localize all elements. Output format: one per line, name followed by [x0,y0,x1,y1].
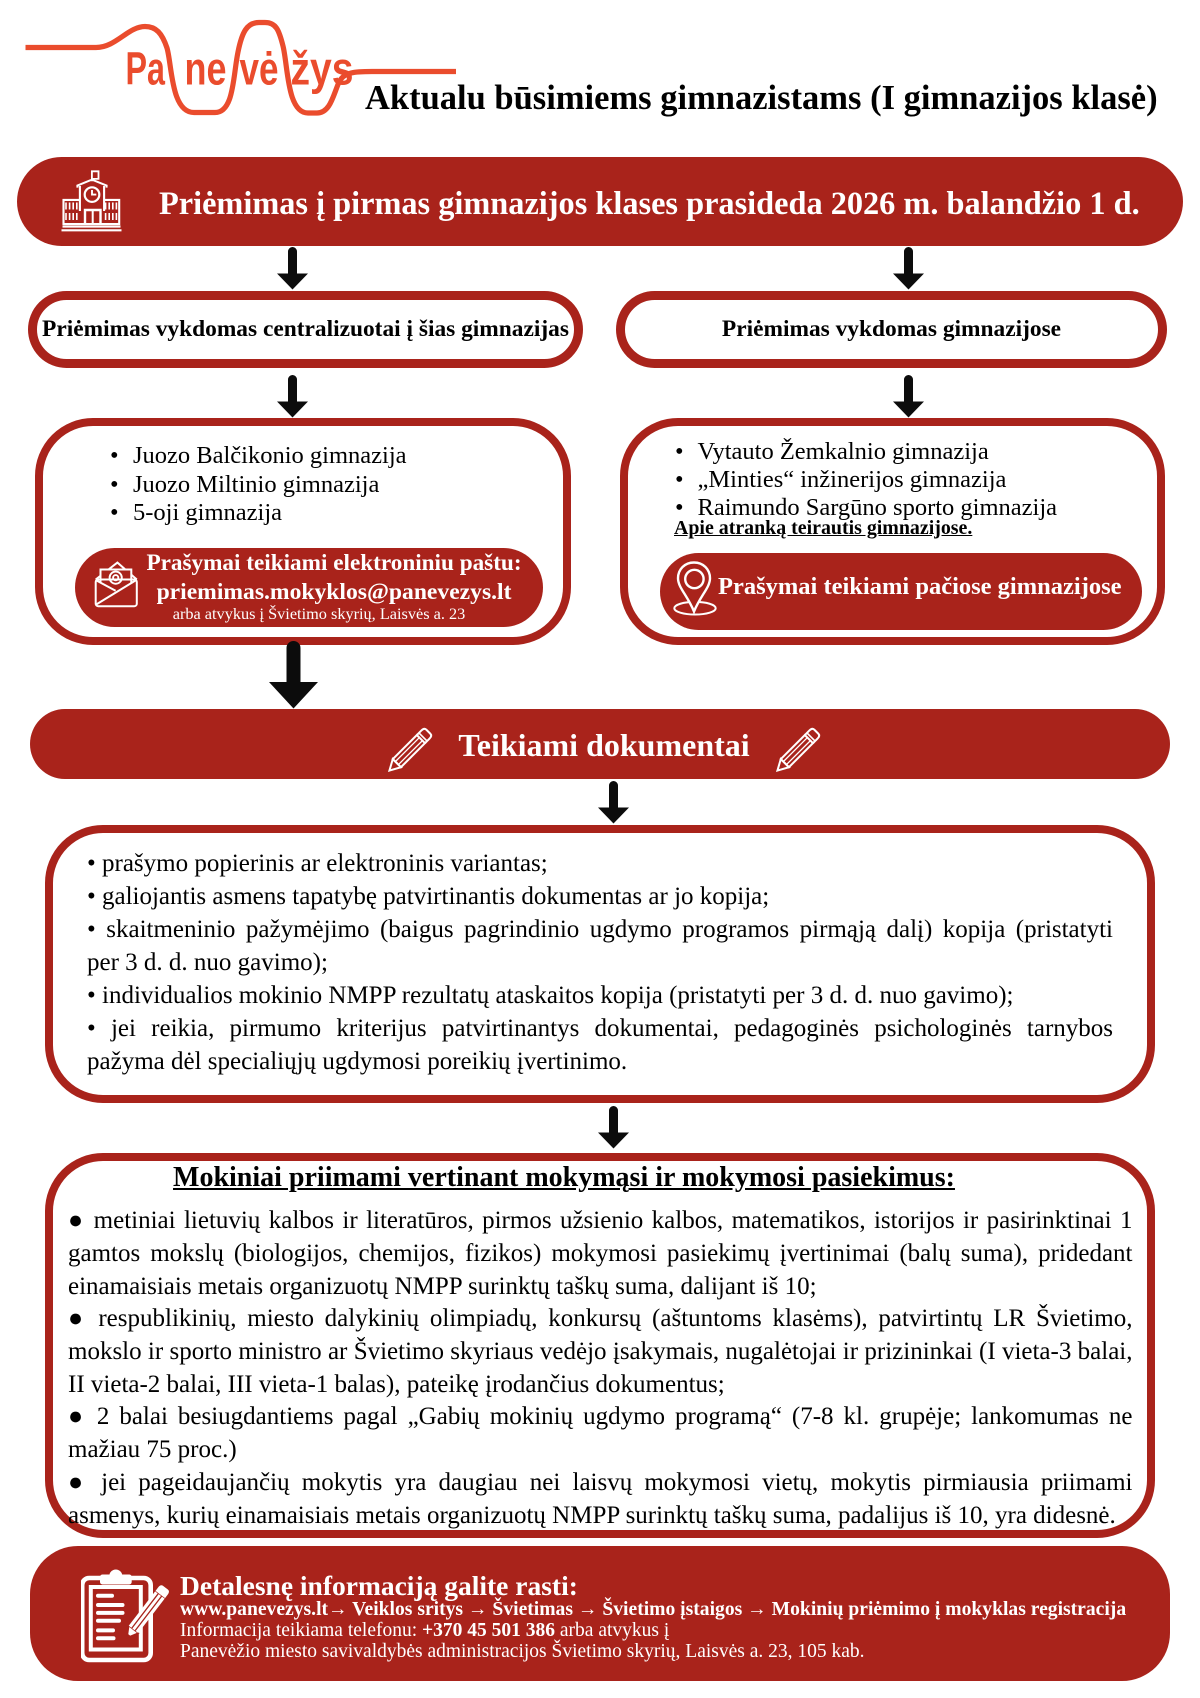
svg-text:Pa: Pa [126,43,166,95]
svg-text:žys: žys [291,43,354,95]
svg-text:ne: ne [185,43,227,95]
svg-text:vė: vė [240,43,279,95]
